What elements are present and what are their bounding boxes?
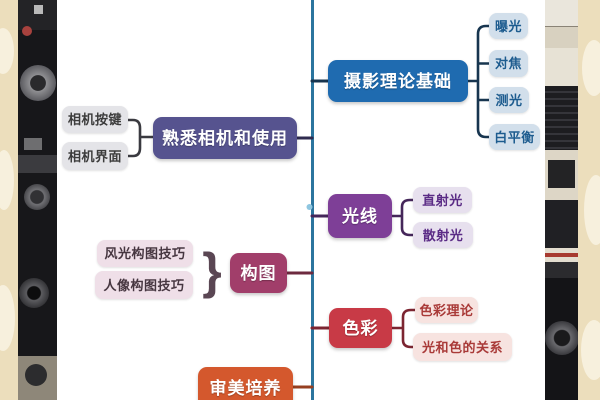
child-focus[interactable]: 对焦 [489, 50, 528, 77]
node-composition[interactable]: 构图 [230, 253, 287, 293]
camera-dial [24, 184, 50, 210]
backdrop-right-beige [578, 0, 600, 400]
camera-red-button [22, 26, 32, 36]
node-photography-theory[interactable]: 摄影理论基础 [328, 60, 468, 102]
camera-dial [545, 321, 578, 355]
beige-blob [0, 285, 15, 351]
camera-window [24, 138, 42, 150]
camera-dial [20, 65, 56, 101]
child-exposure[interactable]: 曝光 [489, 13, 528, 39]
backdrop-left-beige [0, 0, 18, 400]
child-portrait-composition[interactable]: 人像构图技巧 [95, 271, 193, 299]
child-white-balance[interactable]: 白平衡 [489, 124, 540, 150]
photo-seam [18, 155, 57, 173]
lens-distance-window [548, 160, 575, 188]
node-light[interactable]: 光线 [328, 194, 392, 238]
child-landscape-composition[interactable]: 风光构图技巧 [97, 240, 193, 267]
lens-body [545, 48, 578, 86]
beige-blob [0, 150, 14, 210]
child-color-theory[interactable]: 色彩理论 [415, 297, 478, 323]
backdrop-right-photo-strip [545, 0, 578, 400]
lens-ring [545, 26, 578, 50]
beige-blob [582, 40, 600, 96]
node-color[interactable]: 色彩 [329, 308, 392, 348]
camera-highlight [34, 5, 43, 14]
lens-ring-dark [545, 200, 578, 248]
child-camera-buttons[interactable]: 相机按键 [62, 106, 128, 133]
child-light-color-relation[interactable]: 光和色的关系 [413, 333, 512, 361]
beige-blob [581, 320, 600, 380]
child-direct-light[interactable]: 直射光 [413, 187, 472, 213]
node-camera-basics[interactable]: 熟悉相机和使用 [153, 117, 297, 159]
backdrop-left-photo-strip [18, 0, 57, 400]
beige-blob [0, 28, 14, 74]
lens-mount [545, 262, 578, 278]
beige-blob [584, 175, 600, 245]
lens-focus-ring [545, 86, 578, 150]
lens-red-stripe [545, 253, 578, 257]
node-aesthetics[interactable]: 审美培养 [198, 367, 293, 400]
child-camera-interface[interactable]: 相机界面 [62, 142, 128, 170]
curly-brace-glyph: } [202, 243, 222, 299]
lens-body [545, 0, 578, 26]
child-diffused-light[interactable]: 散射光 [413, 222, 473, 248]
child-metering[interactable]: 测光 [489, 87, 529, 113]
camera-dial [19, 278, 49, 308]
camera-lens-part [25, 364, 47, 386]
